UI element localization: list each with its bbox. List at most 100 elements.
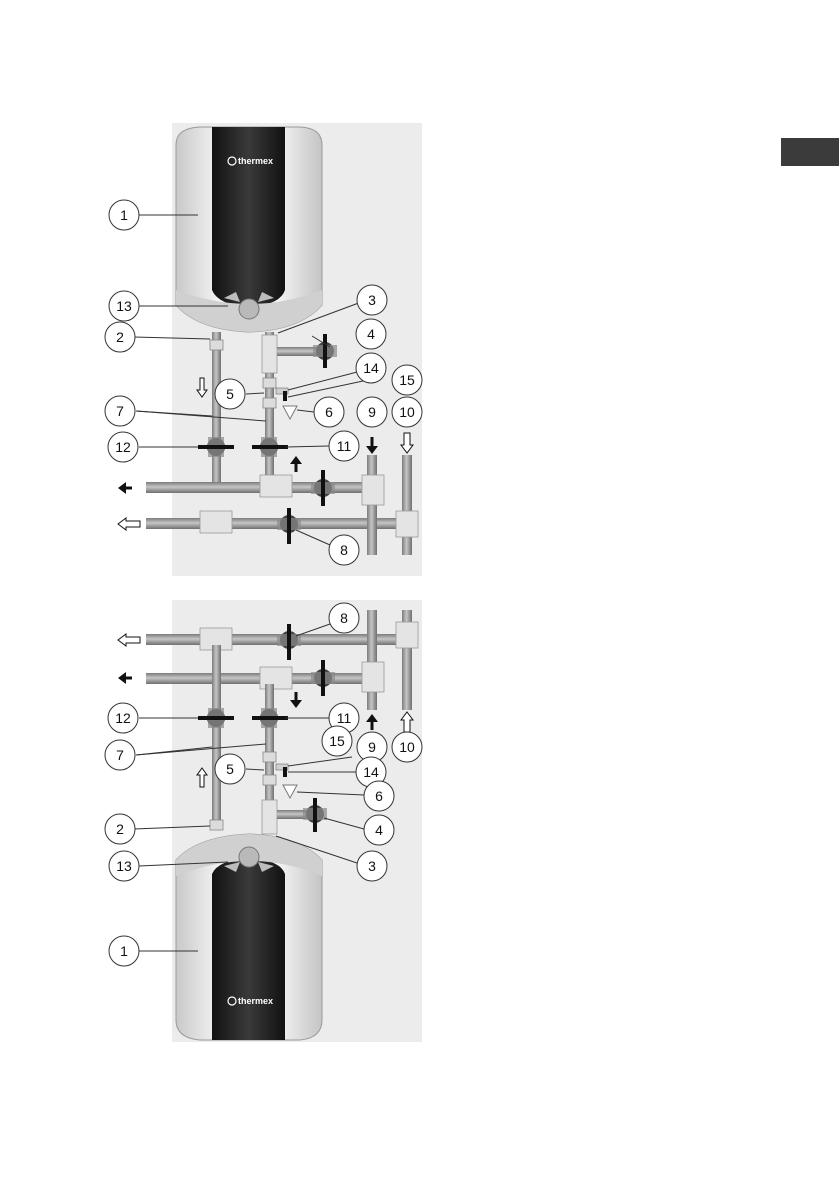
top-installation-panel: thermex <box>117 123 422 576</box>
valve-12-top <box>198 437 234 457</box>
label-2-top: 2 <box>116 329 124 345</box>
arrow-down-filled-bottom <box>290 700 302 708</box>
pipe-cold-riser <box>265 332 274 492</box>
valve-11-top <box>252 437 288 457</box>
label-15-bottom: 15 <box>329 733 345 749</box>
hot-supply-vertical-bottom <box>367 610 377 710</box>
label-13-bottom: 13 <box>116 858 132 874</box>
label-4-top: 4 <box>367 326 375 342</box>
callout-2-bottom <box>104 813 136 845</box>
arrow-cold-supply-top <box>400 432 414 454</box>
callout-5-top <box>214 378 246 410</box>
callout-7-bottom <box>104 739 136 771</box>
safety-valve-lever <box>283 391 287 401</box>
indicator-right <box>258 292 274 302</box>
union-5b <box>262 397 277 409</box>
callout-9-top <box>356 396 388 428</box>
label-14-top: 14 <box>363 360 379 376</box>
callout-13-bottom <box>108 850 140 882</box>
brand-logo-icon <box>227 156 237 166</box>
funnel-6-bottom <box>282 784 298 800</box>
leader-lines-top <box>133 214 365 546</box>
label-12-top: 12 <box>115 439 131 455</box>
union-5b-bottom <box>262 774 277 786</box>
callout-6-top <box>313 396 345 428</box>
label-10-bottom: 10 <box>399 739 415 755</box>
arrow-cold-outlet-top <box>117 517 141 531</box>
hot-main-pipe <box>146 482 372 493</box>
label-5-top: 5 <box>226 386 234 402</box>
callout-3-bottom <box>356 850 388 882</box>
label-13-top: 13 <box>116 298 132 314</box>
callout-4-top <box>355 318 387 350</box>
pipe-hot-riser-bottom <box>212 645 221 830</box>
safety-valve-body-bottom <box>275 763 289 771</box>
callout-15-bottom <box>321 725 353 757</box>
arrow-cold-outlet-bottom <box>117 633 141 647</box>
label-9-bottom: 9 <box>368 739 376 755</box>
water-heater-bottom: thermex <box>175 833 323 1041</box>
arrow-up-hollow-bottom <box>196 767 208 788</box>
arrow-hot-supply-top <box>366 446 378 454</box>
indicator-right-bottom <box>258 862 274 872</box>
label-11-bottom: 11 <box>337 710 352 726</box>
thermostat-knob <box>238 298 260 320</box>
callout-1-top <box>108 199 140 231</box>
callout-8-top <box>328 534 360 566</box>
callout-4-bottom <box>363 814 395 846</box>
tee-3-bottom <box>261 799 278 835</box>
label-6-bottom: 6 <box>375 788 383 804</box>
label-9-top: 9 <box>368 404 376 420</box>
thermostat-knob-bottom <box>238 846 260 868</box>
callout-2-top <box>104 321 136 353</box>
label-5-bottom: 5 <box>226 761 234 777</box>
label-1-bottom: 1 <box>120 943 128 959</box>
label-6-top: 6 <box>325 404 333 420</box>
valve-8-top <box>277 508 301 544</box>
callout-10-top <box>391 396 423 428</box>
valve-hot-main-top <box>311 470 335 506</box>
callout-14-top <box>355 352 387 384</box>
valve-4-bottom <box>303 798 327 832</box>
cold-supply-vertical <box>402 455 412 555</box>
callout-12-top <box>107 431 139 463</box>
brand-name: thermex <box>238 156 273 166</box>
indicator-left-bottom <box>224 862 240 872</box>
callout-7-top <box>104 395 136 427</box>
tee-cold-supply-bottom <box>395 621 419 649</box>
cold-supply-vertical-bottom <box>402 610 412 710</box>
label-1-top: 1 <box>120 207 128 223</box>
callout-15-top <box>391 364 423 396</box>
label-7-bottom: 7 <box>116 747 124 763</box>
indicator-left <box>224 292 240 302</box>
nipple-2-bottom <box>209 819 224 831</box>
label-7-top: 7 <box>116 403 124 419</box>
callout-13-top <box>108 290 140 322</box>
label-4-bottom: 4 <box>375 822 383 838</box>
tee-hot-supply <box>361 474 385 506</box>
drain-branch-bottom <box>277 810 317 819</box>
leader-lines-bottom <box>133 623 365 952</box>
pipe-hot-riser <box>212 332 221 492</box>
tee-cold-supply <box>395 510 419 538</box>
callout-1-bottom <box>108 935 140 967</box>
label-11-top: 11 <box>337 438 352 454</box>
drain-branch <box>277 347 317 356</box>
callout-5-bottom <box>214 753 246 785</box>
section-tab <box>781 138 839 166</box>
water-heater-top: thermex <box>175 126 323 333</box>
funnel-6 <box>282 405 298 421</box>
hot-main-pipe-bottom <box>146 673 372 684</box>
tee-hot-supply-bottom <box>361 661 385 693</box>
tee-hot-bottom <box>259 666 293 690</box>
label-10-top: 10 <box>399 404 415 420</box>
callout-11-top <box>328 430 360 462</box>
safety-valve-body <box>275 387 289 395</box>
safety-valve-lever-bottom <box>283 767 287 777</box>
callout-labels: 1 13 2 3 4 5 14 15 6 9 10 7 12 11 8 8 12… <box>115 207 415 959</box>
arrow-hot-outlet-top <box>118 482 126 494</box>
label-12-bottom: 12 <box>115 710 131 726</box>
arrow-hot-outlet-bottom <box>118 672 126 684</box>
label-15-top: 15 <box>399 372 415 388</box>
callouts <box>104 199 423 967</box>
